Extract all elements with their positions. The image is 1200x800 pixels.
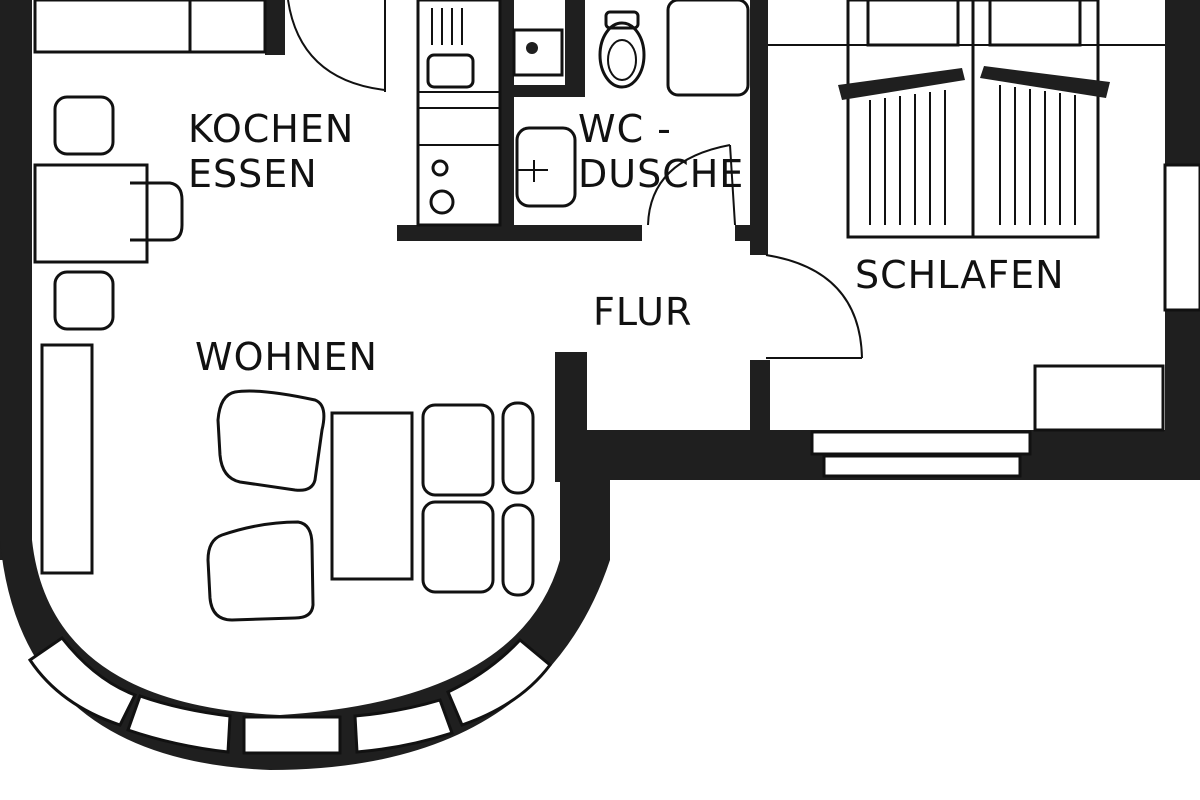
sideboard xyxy=(40,343,94,575)
pillow-left xyxy=(866,0,960,47)
label-wc: WC - xyxy=(578,107,672,151)
door-bath-arc xyxy=(647,144,731,226)
bath-pipe-dot xyxy=(526,42,538,54)
toilet-bowl xyxy=(598,21,646,89)
shower-tray xyxy=(666,0,750,97)
wall-bath-bottom-right xyxy=(735,225,765,241)
label-flur: FLUR xyxy=(593,290,692,334)
toilet-seat xyxy=(607,39,637,81)
living-furniture xyxy=(40,343,535,622)
kitchen-unit xyxy=(416,0,502,227)
bedroom-furniture xyxy=(765,0,1165,432)
armchair-top xyxy=(216,389,326,492)
label-wohnen: WOHNEN xyxy=(195,335,378,379)
washbasin-tap xyxy=(518,160,548,182)
sofa-back-bottom xyxy=(501,503,535,597)
sofa-seat-bottom xyxy=(421,500,495,594)
wall-left xyxy=(0,0,32,560)
sofa-seat-top xyxy=(421,403,495,497)
dresser xyxy=(1033,364,1165,432)
room-labels: KOCHEN ESSEN WC - DUSCHE SCHLAFEN FLUR W… xyxy=(188,107,1065,379)
bay-window-2 xyxy=(126,694,232,754)
coffee-table xyxy=(330,411,414,581)
duvet-lines xyxy=(869,85,1076,225)
stove-burner-large xyxy=(429,189,455,215)
dining-chair-bottom xyxy=(53,270,115,331)
toilet-tank xyxy=(604,10,640,30)
counter-top-mid xyxy=(188,0,267,54)
sofa-back-top xyxy=(501,401,535,495)
wall-top-left xyxy=(265,0,285,55)
bay-window-1 xyxy=(27,635,138,727)
pillow-right xyxy=(988,0,1082,47)
bay-window-3 xyxy=(242,715,342,755)
label-dusche: DUSCHE xyxy=(578,152,744,196)
door-bath-leaf xyxy=(729,144,736,226)
washbasin xyxy=(515,126,577,208)
window-right xyxy=(1163,163,1200,312)
wall-flur-schlafen xyxy=(750,360,770,432)
dining-chair-top xyxy=(53,95,115,156)
bathroom-fixtures xyxy=(512,0,750,226)
stove-burner-small xyxy=(431,159,449,177)
door-kitchen-arc xyxy=(287,0,386,91)
wall-bath-schlafen xyxy=(750,0,768,255)
label-essen: ESSEN xyxy=(188,152,318,196)
wall-bath-shaft xyxy=(565,0,585,97)
label-schlafen: SCHLAFEN xyxy=(855,253,1065,297)
sink-basin xyxy=(426,53,475,89)
drainboard-lines xyxy=(431,8,463,45)
armchair-bottom xyxy=(206,520,315,622)
duvet-fold-left xyxy=(838,68,965,100)
bay-window-4 xyxy=(353,698,454,754)
wall-kitchen-bath xyxy=(500,0,514,240)
bath-wall-block xyxy=(512,28,564,77)
dining-chair-right xyxy=(130,181,184,242)
door-bedroom-arc xyxy=(765,254,863,359)
bay-window-5 xyxy=(446,637,553,727)
wall-kitchen-bottom xyxy=(397,225,642,241)
dining-table xyxy=(33,163,149,264)
step-lower xyxy=(822,454,1022,478)
bay-windows xyxy=(27,635,553,755)
step-upper xyxy=(810,430,1032,456)
wall-flur-stub xyxy=(555,352,587,482)
kitchen-furniture xyxy=(33,0,502,331)
duvet-fold-right xyxy=(980,66,1110,98)
label-kochen: KOCHEN xyxy=(188,107,354,151)
counter-top-left xyxy=(33,0,192,54)
